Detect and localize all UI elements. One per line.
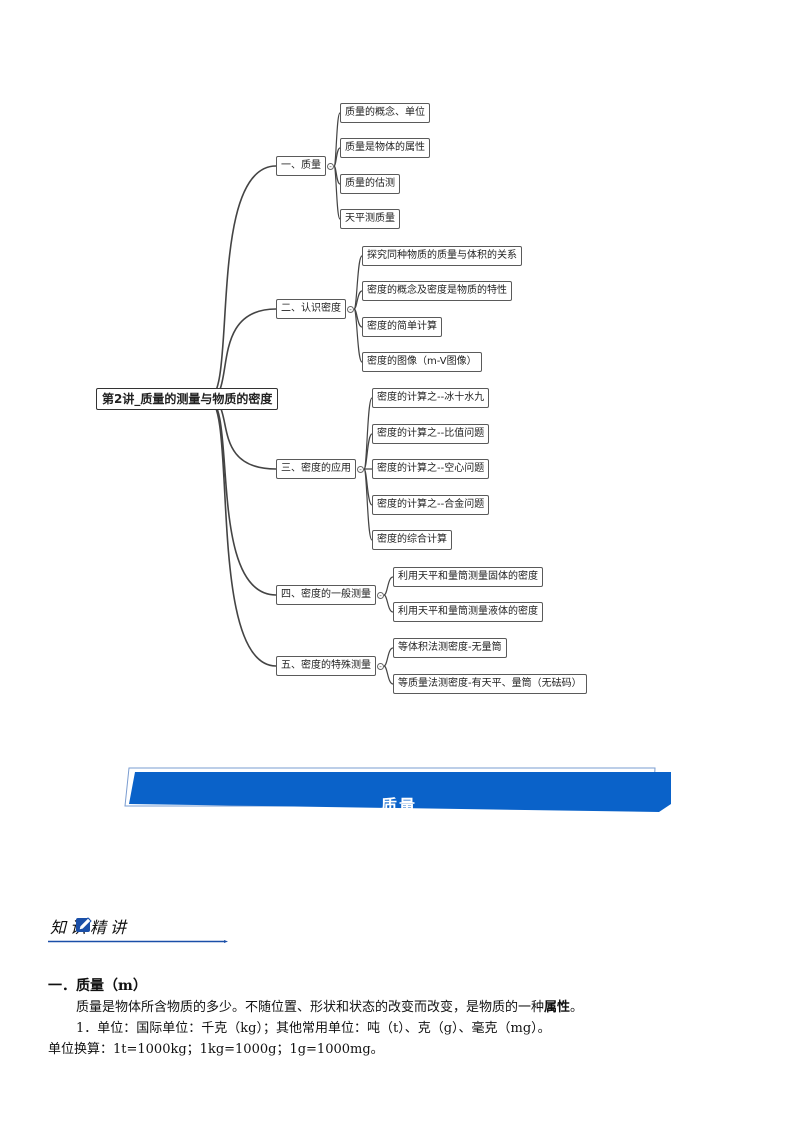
pencil-note-icon bbox=[76, 917, 92, 932]
mindmap-branch-2: 二、认识密度 bbox=[276, 299, 346, 319]
para1-text: 质量是物体所含物质的多少。不随位置、形状和状态的改变而改变，是物质的一种 bbox=[76, 1000, 545, 1015]
mindmap-leaf: 密度的计算之--冰十水九 bbox=[372, 388, 490, 408]
mindmap-leaf: 密度的综合计算 bbox=[372, 530, 452, 550]
mindmap-connector bbox=[363, 433, 373, 470]
mindmap-connector bbox=[353, 290, 363, 310]
mindmap-leaf: 密度的计算之--空心问题 bbox=[372, 459, 490, 479]
mindmap-leaf: 质量的概念、单位 bbox=[340, 103, 430, 123]
mindmap-leaf: 密度的计算之--比值问题 bbox=[372, 424, 490, 444]
banner-title: 质量 bbox=[380, 796, 417, 815]
mindmap-branch-4: 四、密度的一般测量 bbox=[276, 585, 376, 605]
mindmap-leaf: 质量的估测 bbox=[340, 174, 400, 194]
mindmap-connector bbox=[207, 398, 277, 596]
mindmap-branch-1: 一、质量 bbox=[276, 156, 326, 176]
mindmap-leaf: 天平测质量 bbox=[340, 209, 400, 229]
mindmap-connector bbox=[333, 147, 341, 167]
mindmap-branch-3: 三、密度的应用 bbox=[276, 459, 356, 479]
collapse-toggle[interactable]: - bbox=[377, 592, 384, 600]
collapse-toggle[interactable]: - bbox=[377, 663, 384, 671]
section-heading: 一．质量（m） bbox=[48, 978, 147, 994]
mindmap-leaf: 利用天平和量筒测量固体的密度 bbox=[393, 567, 543, 587]
mindmap-root: 第2讲_质量的测量与物质的密度 bbox=[96, 388, 279, 410]
mindmap-connector bbox=[353, 308, 363, 363]
mindmap-connector bbox=[363, 397, 373, 470]
mindmap-connector bbox=[333, 165, 341, 220]
collapse-toggle[interactable]: - bbox=[347, 306, 354, 314]
mindmap-branch-5: 五、密度的特殊测量 bbox=[276, 656, 376, 676]
mindmap-leaf: 密度的计算之--合金问题 bbox=[372, 495, 490, 515]
section-banner bbox=[124, 767, 671, 812]
para1-end: 。 bbox=[570, 1000, 584, 1015]
mindmap-leaf: 密度的图像（m-V图像） bbox=[362, 352, 482, 372]
mindmap-leaf: 等质量法测密度-有天平、量筒（无砝码） bbox=[393, 674, 587, 694]
collapse-toggle[interactable]: - bbox=[327, 163, 334, 171]
mindmap-leaf: 探究同种物质的质量与体积的关系 bbox=[362, 246, 522, 266]
paragraph-conversion: 单位换算：1t=1000kg；1kg=1000g；1g=1000mg。 bbox=[48, 1042, 384, 1057]
mindmap-leaf: 利用天平和量筒测量液体的密度 bbox=[393, 602, 543, 622]
mindmap-connector bbox=[363, 468, 373, 541]
mindmap-connector bbox=[207, 165, 277, 400]
mindmap-connector bbox=[207, 398, 277, 667]
mindmap-connector bbox=[383, 594, 394, 613]
mindmap-connector bbox=[383, 665, 394, 685]
mindmap-leaf: 密度的简单计算 bbox=[362, 317, 442, 337]
paragraph-units: 1．单位：国际单位：千克（kg）；其他常用单位：吨（t）、克（g）、毫克（mg）… bbox=[76, 1021, 551, 1036]
mindmap-leaf: 密度的概念及密度是物质的特性 bbox=[362, 281, 512, 301]
mindmap-connector bbox=[353, 255, 363, 310]
paragraph-definition: 质量是物体所含物质的多少。不随位置、形状和状态的改变而改变，是物质的一种属性。 bbox=[76, 998, 583, 1018]
mindmap-connector bbox=[383, 647, 394, 667]
mindmap-connector bbox=[383, 576, 394, 596]
collapse-toggle[interactable]: - bbox=[357, 466, 364, 474]
mindmap-leaf: 等体积法测密度-无量筒 bbox=[393, 638, 507, 658]
knowledge-underline bbox=[48, 940, 228, 943]
mindmap-leaf: 质量是物体的属性 bbox=[340, 138, 430, 158]
para1-bold: 属性 bbox=[544, 1000, 571, 1015]
